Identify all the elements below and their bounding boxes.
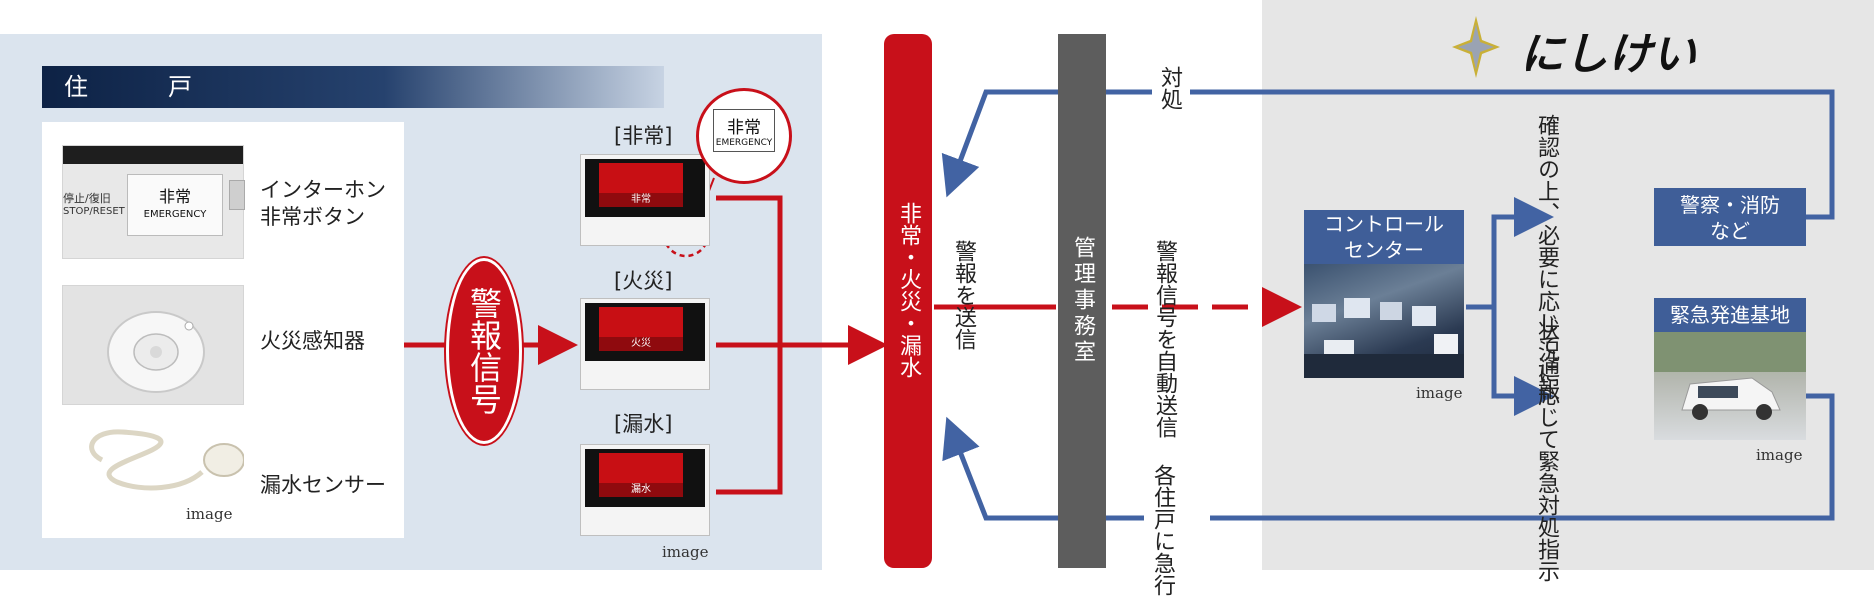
star-logo-icon <box>1452 16 1500 78</box>
monitor-leak: 漏水 <box>580 444 710 536</box>
fire-detector-illustration <box>107 311 205 393</box>
police-fire-box: 警察・消防 など <box>1654 188 1806 246</box>
rush-loop-arrow <box>942 393 1835 521</box>
emergency-bubble: 非常 EMERGENCY <box>696 88 792 184</box>
control-center-caption: image <box>1416 384 1463 402</box>
alarm-signal-oval: 警報信号 <box>446 258 522 444</box>
control-center-line1: コントロール <box>1324 212 1444 236</box>
brand-name: にしけい <box>1520 29 1696 80</box>
bubble-subtext: EMERGENCY <box>715 138 773 148</box>
leak-sensor-photo <box>62 420 245 530</box>
fire-detector-label: 火災感知器 <box>260 329 365 353</box>
control-center-line2: センター <box>1344 238 1424 262</box>
monitor-heading-emergency: [非常] <box>614 124 673 148</box>
alarm-red-bar: 非常・火災・漏水 <box>884 34 932 568</box>
emergency-button-text: 非常 <box>158 187 191 206</box>
leak-sensor-label: 漏水センサー <box>260 473 386 497</box>
car-illustration <box>1654 332 1806 420</box>
control-room-illustration <box>1304 298 1464 378</box>
control-center-label: コントロール センター <box>1304 210 1464 265</box>
rush-label: 各住戸に急行 <box>1150 464 1175 596</box>
alarm-bar-label: 非常・火災・漏水 <box>896 202 921 379</box>
leak-sensor-caption: image <box>186 505 233 523</box>
respond-label: 対処 <box>1157 66 1182 110</box>
button-edge <box>229 180 245 210</box>
dispatch-car-photo <box>1654 332 1806 440</box>
alarm-signal-label: 警報信号 <box>465 287 503 415</box>
monitor-screen-label: 漏水 <box>599 483 683 497</box>
police-fire-line1: 警察・消防 <box>1680 193 1780 217</box>
leak-sensor-illustration <box>89 429 245 491</box>
respond-label-bg <box>1152 64 1190 120</box>
monitor-screen-label: 非常 <box>599 193 683 207</box>
police-fire-line2: など <box>1710 219 1750 243</box>
intercom-button-photo: 停止/復旧 STOP/RESET 非常 EMERGENCY <box>62 145 245 259</box>
management-office-label: 管理事務室 <box>1070 236 1095 366</box>
branch-police-arrow <box>1466 197 1554 310</box>
emergency-button-illustration: 非常 EMERGENCY <box>127 174 223 236</box>
intercom-label-line2: 非常ボタン <box>260 205 365 229</box>
stop-reset-text-1: 停止/復旧 <box>63 192 111 205</box>
dispatch-base-label: 緊急発進基地 <box>1654 298 1806 332</box>
monitor-heading-leak: [漏水] <box>614 412 673 436</box>
connection-lines <box>404 89 1835 521</box>
confirm-report-label: 確認の上、必要に応じて通報 <box>1534 114 1559 400</box>
respond-loop-arrow <box>941 89 1835 220</box>
control-center-photo <box>1304 264 1464 378</box>
monitor-emergency: 非常 <box>580 154 710 246</box>
intercom-label-line1: インターホン <box>260 178 386 202</box>
monitor-fire: 火災 <box>580 298 710 390</box>
dispatch-base-caption: image <box>1756 446 1803 464</box>
monitor-heading-fire: [火災] <box>614 269 673 293</box>
management-office-bar: 管理事務室 <box>1058 34 1106 568</box>
bubble-text: 非常 <box>727 118 761 138</box>
send-alarm-label: 警報を送信 <box>951 240 976 350</box>
residence-title: 住 戸 <box>42 66 664 108</box>
branch-dispatch-arrow <box>1491 307 1554 416</box>
fire-detector-photo <box>62 285 244 405</box>
auto-send-label: 警報信号を自動送信 <box>1152 240 1177 438</box>
stop-reset-text-2: STOP/RESET <box>63 206 125 217</box>
monitor-caption: image <box>662 543 709 561</box>
bubble-button: 非常 EMERGENCY <box>713 109 775 152</box>
brand-logo <box>1452 16 1500 82</box>
emergency-instruction-label: 状況に応じて緊急対処指示 <box>1534 318 1559 582</box>
monitor-screen-label: 火災 <box>599 337 683 351</box>
emergency-button-subtext: EMERGENCY <box>143 209 207 220</box>
intercom-label: インターホン 非常ボタン <box>260 177 386 231</box>
rush-label-bg <box>1144 464 1210 570</box>
